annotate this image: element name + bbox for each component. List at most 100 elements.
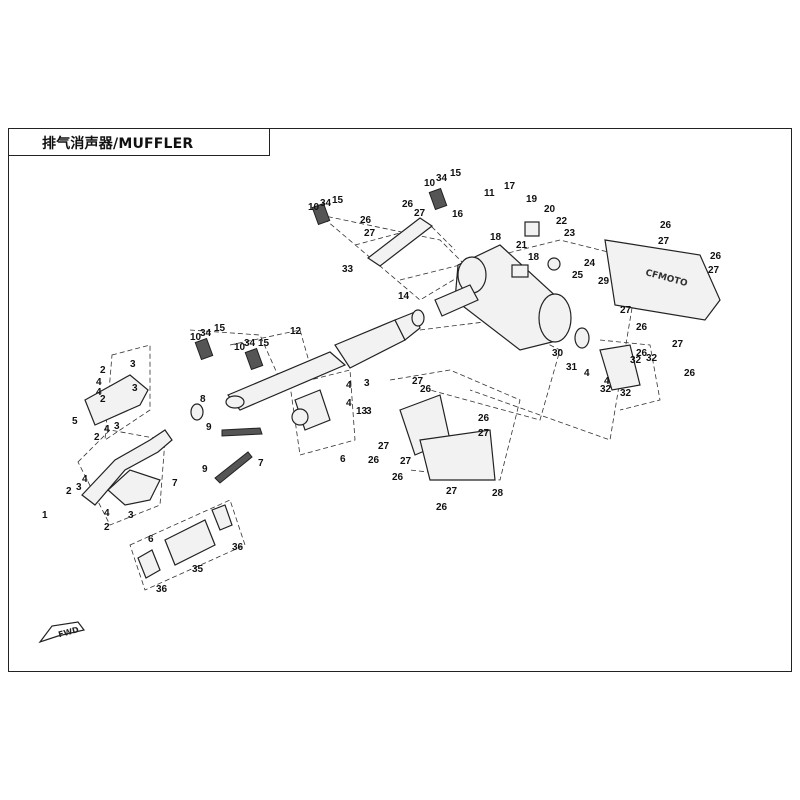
callout-3: 3 <box>132 383 138 394</box>
callout-4: 4 <box>346 380 352 391</box>
callout-26: 26 <box>636 322 648 333</box>
callout-13: 13 <box>356 406 368 417</box>
callout-26: 26 <box>684 368 696 379</box>
diagram-title: 排气消声器/MUFFLER <box>42 136 194 152</box>
callout-28: 28 <box>492 488 504 499</box>
callout-26: 26 <box>402 199 414 210</box>
callout-15: 15 <box>258 338 270 349</box>
callout-15: 15 <box>450 168 462 179</box>
callout-26: 26 <box>368 455 380 466</box>
callout-16: 16 <box>452 209 464 220</box>
callout-27: 27 <box>414 208 426 219</box>
callout-4: 4 <box>96 377 102 388</box>
callout-27: 27 <box>378 441 390 452</box>
callout-26: 26 <box>420 384 432 395</box>
callout-12: 12 <box>290 326 302 337</box>
callout-24: 24 <box>584 258 596 269</box>
callout-10: 10 <box>424 178 436 189</box>
callout-27: 27 <box>412 376 424 387</box>
heat-shield-28b <box>419 429 496 481</box>
fitting-19 <box>524 221 540 237</box>
callout-34: 34 <box>436 173 448 184</box>
callout-18: 18 <box>528 252 540 263</box>
mid-pipe <box>227 351 347 411</box>
callout-29: 29 <box>598 276 610 287</box>
callout-8: 8 <box>200 394 206 405</box>
diagram-frame <box>8 128 792 672</box>
callout-5: 5 <box>72 416 78 427</box>
callout-35: 35 <box>192 564 204 575</box>
gasket-36b <box>211 504 233 531</box>
callout-4: 4 <box>104 424 110 435</box>
callout-36: 36 <box>232 542 244 553</box>
callout-27: 27 <box>400 456 412 467</box>
callout-3: 3 <box>130 359 136 370</box>
callout-36: 36 <box>156 584 168 595</box>
callout-10: 10 <box>308 202 320 213</box>
gasket-14 <box>411 309 425 327</box>
callout-9: 9 <box>206 422 212 433</box>
callout-1: 1 <box>42 510 48 521</box>
plate-35 <box>164 519 216 566</box>
callout-32: 32 <box>620 388 632 399</box>
callout-27: 27 <box>478 428 490 439</box>
callout-19: 19 <box>526 194 538 205</box>
callout-26: 26 <box>660 220 672 231</box>
callout-32: 32 <box>630 355 642 366</box>
callout-26: 26 <box>710 251 722 262</box>
callout-26: 26 <box>360 215 372 226</box>
callout-30: 30 <box>552 348 564 359</box>
muffler-inlet-pipe <box>434 284 479 317</box>
spring-c <box>194 337 214 361</box>
o2-sensor-upper <box>221 427 263 437</box>
heat-shield-5 <box>84 374 149 426</box>
callout-10: 10 <box>234 342 246 353</box>
callout-15: 15 <box>332 195 344 206</box>
callout-34: 34 <box>320 198 332 209</box>
callout-26: 26 <box>478 413 490 424</box>
callout-2: 2 <box>94 432 100 443</box>
tail-pipe <box>599 344 641 391</box>
callout-4: 4 <box>584 368 590 379</box>
heat-shield-29 <box>604 239 721 321</box>
callout-27: 27 <box>364 228 376 239</box>
callout-10: 10 <box>190 332 202 343</box>
callout-32: 32 <box>646 353 658 364</box>
callout-2: 2 <box>66 486 72 497</box>
callout-23: 23 <box>564 228 576 239</box>
callout-2: 2 <box>100 365 106 376</box>
callout-6: 6 <box>340 454 346 465</box>
callout-11: 11 <box>484 188 495 199</box>
header-pipe <box>81 429 173 506</box>
callout-27: 27 <box>708 265 720 276</box>
fitting-21 <box>511 264 529 278</box>
spring-b <box>428 187 448 211</box>
callout-3: 3 <box>128 510 134 521</box>
heat-shield-33 <box>366 217 434 267</box>
parts: CFMOTO <box>81 187 721 579</box>
callout-20: 20 <box>544 204 556 215</box>
callout-26: 26 <box>392 472 404 483</box>
bracket-ring <box>291 408 309 426</box>
muffler-end <box>538 293 572 343</box>
callout-25: 25 <box>572 270 584 281</box>
callout-2: 2 <box>100 394 106 405</box>
callout-2: 2 <box>104 522 110 533</box>
callout-33: 33 <box>342 264 354 275</box>
spring-a <box>311 202 331 226</box>
callout-4: 4 <box>604 376 610 387</box>
gasket-36a <box>137 549 161 579</box>
callout-3: 3 <box>114 421 120 432</box>
mid-pipe-flange <box>225 395 245 409</box>
spring-d <box>244 347 264 371</box>
callout-7: 7 <box>258 458 264 469</box>
callout-3: 3 <box>364 378 370 389</box>
callout-4: 4 <box>96 387 102 398</box>
callout-4: 4 <box>82 474 88 485</box>
callout-34: 34 <box>200 328 212 339</box>
callout-7: 7 <box>172 478 178 489</box>
callout-15: 15 <box>214 323 226 334</box>
callout-31: 31 <box>566 362 578 373</box>
